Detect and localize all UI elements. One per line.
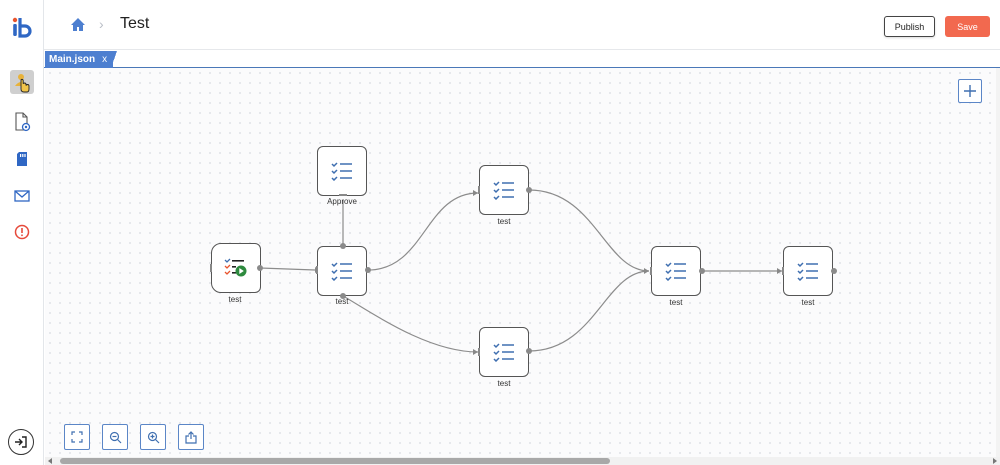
sidebar-item-mail[interactable]: [10, 184, 34, 208]
breadcrumb-separator-icon: ›: [99, 16, 104, 32]
task-start-icon: [224, 258, 247, 277]
checklist-icon: [493, 181, 514, 200]
arrow-icon: [473, 349, 478, 355]
sd-card-icon: [17, 152, 27, 166]
publish-button[interactable]: Publish: [884, 16, 935, 37]
input-port[interactable]: [782, 267, 784, 275]
sidebar: [0, 0, 44, 465]
zoom-out-icon: [109, 431, 121, 443]
edge-mid-to-top: [367, 192, 479, 271]
tab-tail: [111, 51, 117, 68]
output-port[interactable]: [526, 187, 532, 193]
workflow-canvas[interactable]: test Approve test test test: [45, 68, 1000, 458]
document-settings-icon: [15, 112, 31, 132]
output-port[interactable]: [831, 268, 837, 274]
vertical-scrollbar[interactable]: [996, 68, 1000, 457]
export-button[interactable]: [178, 424, 204, 450]
input-port[interactable]: [650, 267, 652, 275]
output-port[interactable]: [526, 348, 532, 354]
input-port[interactable]: [339, 194, 347, 196]
share-upload-icon: [185, 430, 197, 444]
app-logo: [12, 17, 32, 38]
input-port[interactable]: [478, 186, 480, 194]
checklist-icon: [493, 343, 514, 362]
page-title: Test: [120, 15, 150, 32]
checklist-icon: [331, 262, 352, 281]
plus-icon: [964, 85, 976, 97]
workflow-node-top[interactable]: [479, 165, 529, 215]
edge-top-to-merge: [528, 189, 650, 272]
scroll-left-arrow-icon[interactable]: [48, 458, 52, 464]
node-label: test: [801, 298, 815, 307]
save-button[interactable]: Save: [945, 16, 990, 37]
user-touch-icon: [15, 74, 30, 93]
output-port[interactable]: [699, 268, 705, 274]
input-port[interactable]: [210, 264, 212, 272]
mail-icon: [14, 190, 30, 202]
sidebar-item-document[interactable]: [10, 110, 34, 134]
fit-view-button[interactable]: [64, 424, 90, 450]
sidebar-item-user-task[interactable]: [10, 70, 34, 94]
output-port[interactable]: [340, 243, 346, 249]
horizontal-scrollbar[interactable]: [45, 457, 1000, 465]
node-label: test: [335, 297, 349, 306]
output-port[interactable]: [340, 293, 346, 299]
home-icon[interactable]: [70, 17, 86, 33]
edge-bottom-to-merge: [528, 270, 650, 352]
workflow-node-approve[interactable]: [317, 146, 367, 196]
node-label: test: [497, 217, 511, 226]
checklist-icon: [331, 162, 352, 181]
tab-close-button[interactable]: x: [102, 54, 108, 65]
exit-button[interactable]: [8, 429, 34, 455]
exit-icon: [15, 436, 27, 448]
add-node-button[interactable]: [958, 79, 982, 103]
sidebar-item-storage[interactable]: [10, 147, 34, 171]
checklist-icon: [665, 262, 686, 281]
zoom-in-button[interactable]: [140, 424, 166, 450]
node-label: Approve: [327, 197, 357, 206]
arrow-icon: [777, 268, 782, 274]
scroll-right-arrow-icon[interactable]: [993, 458, 997, 464]
node-label: test: [669, 298, 683, 307]
input-port[interactable]: [478, 348, 480, 356]
workflow-node-mid[interactable]: [317, 246, 367, 296]
connection-layer: [259, 189, 782, 355]
header: › Test Publish Save: [44, 0, 1000, 50]
workflow-node-start[interactable]: [211, 243, 261, 293]
checklist-icon: [797, 262, 818, 281]
edge-start-to-mid: [259, 267, 316, 271]
input-port[interactable]: [316, 266, 318, 274]
workflow-node-end[interactable]: [783, 246, 833, 296]
zoom-out-button[interactable]: [102, 424, 128, 450]
node-label: test: [497, 379, 511, 388]
edge-mid-to-bottom: [342, 295, 479, 353]
tab-main-json[interactable]: Main.json x: [45, 51, 114, 68]
workflow-node-merge[interactable]: [651, 246, 701, 296]
sidebar-item-alert[interactable]: [10, 220, 34, 244]
tab-bar: Main.json x: [44, 50, 1000, 68]
arrow-icon: [644, 268, 649, 274]
horizontal-scroll-thumb[interactable]: [60, 458, 610, 464]
workflow-node-bottom[interactable]: [479, 327, 529, 377]
alert-circle-icon: [14, 224, 30, 240]
arrow-icon: [473, 190, 478, 196]
output-port[interactable]: [365, 267, 371, 273]
output-port[interactable]: [257, 265, 263, 271]
node-label: test: [228, 295, 242, 304]
tab-label: Main.json: [49, 54, 96, 65]
fit-view-icon: [71, 431, 83, 443]
zoom-in-icon: [147, 431, 159, 443]
